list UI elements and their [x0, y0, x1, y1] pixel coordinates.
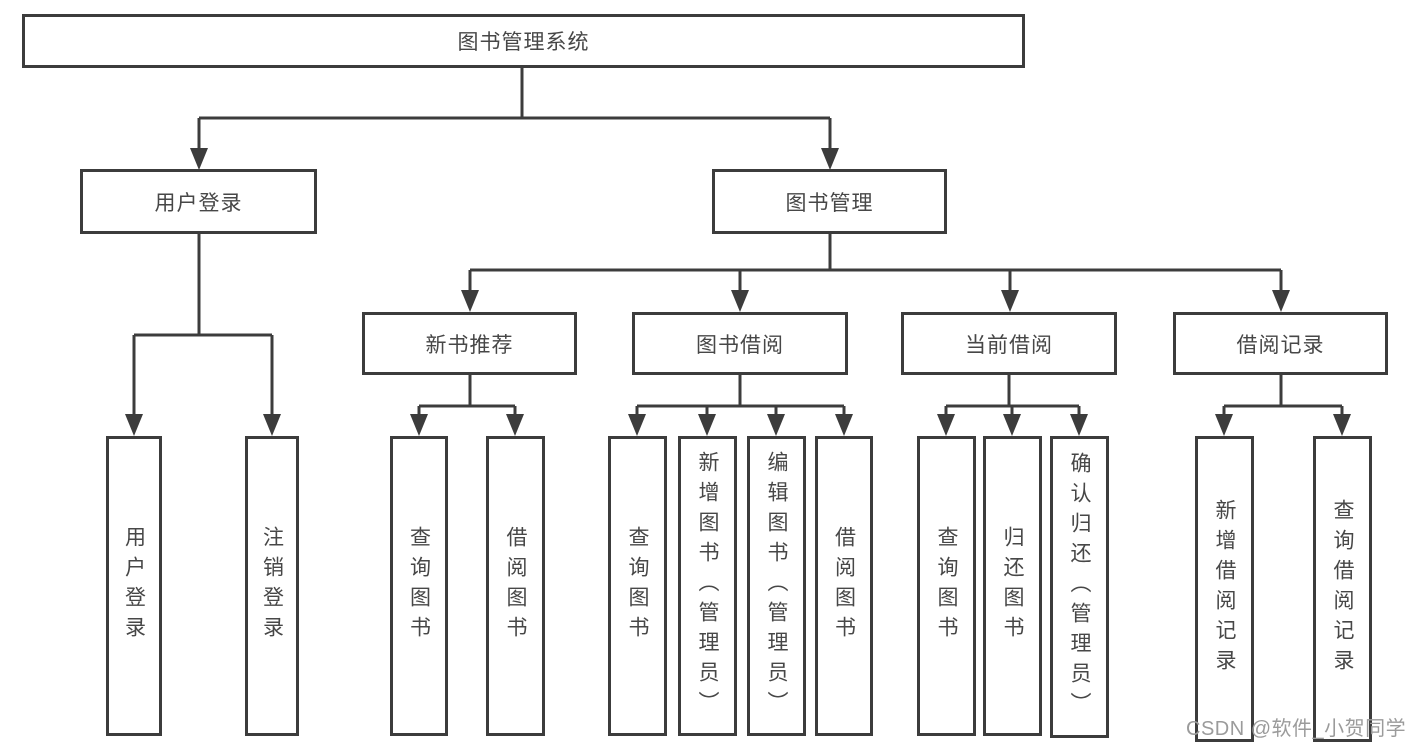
leaf-cb-query-books-label: 查询图书	[935, 526, 958, 646]
leaf-cb-return-books: 归还图书	[983, 436, 1042, 736]
leaf-bb-edit-books-admin-label: 编辑图书（管理员）	[765, 451, 788, 721]
leaf-cb-confirm-return-admin: 确认归还（管理员）	[1050, 436, 1109, 738]
leaf-cb-return-books-label: 归还图书	[1001, 526, 1024, 646]
node-book-management-label: 图书管理	[785, 191, 874, 215]
node-system-root: 图书管理系统	[22, 14, 1025, 68]
leaf-bb-add-books-admin-label: 新增图书（管理员）	[696, 451, 719, 721]
leaf-nb-borrow-books-label: 借阅图书	[504, 526, 527, 646]
node-borrow-records: 借阅记录	[1173, 312, 1388, 375]
leaf-bb-edit-books-admin: 编辑图书（管理员）	[747, 436, 806, 736]
leaf-br-add-record: 新增借阅记录	[1195, 436, 1254, 742]
node-new-book-recommend-label: 新书推荐	[425, 333, 514, 357]
leaf-cb-confirm-return-admin-label: 确认归还（管理员）	[1068, 452, 1091, 722]
leaf-bb-query-books-label: 查询图书	[626, 526, 649, 646]
leaf-user-login-label: 用户登录	[122, 526, 146, 646]
leaf-user-login: 用户登录	[106, 436, 162, 736]
leaf-bb-query-books: 查询图书	[608, 436, 667, 736]
leaf-nb-borrow-books: 借阅图书	[486, 436, 545, 736]
node-current-borrowing-label: 当前借阅	[965, 333, 1053, 357]
node-new-book-recommend: 新书推荐	[362, 312, 577, 375]
node-book-borrowing: 图书借阅	[632, 312, 848, 375]
node-user-login-label: 用户登录	[154, 191, 243, 215]
leaf-nb-query-books-label: 查询图书	[407, 526, 431, 646]
leaf-br-query-record-label: 查询借阅记录	[1331, 499, 1354, 679]
leaf-br-query-record: 查询借阅记录	[1313, 436, 1372, 742]
leaf-bb-borrow-books-label: 借阅图书	[832, 526, 856, 646]
node-user-login: 用户登录	[80, 169, 317, 234]
leaf-logout-label: 注销登录	[260, 526, 284, 646]
node-borrow-records-label: 借阅记录	[1236, 333, 1325, 357]
watermark: CSDN @软件_小贺同学	[1186, 718, 1405, 740]
leaf-bb-borrow-books: 借阅图书	[815, 436, 873, 736]
node-system-root-label: 图书管理系统	[457, 31, 590, 54]
leaf-nb-query-books: 查询图书	[390, 436, 448, 736]
leaf-br-add-record-label: 新增借阅记录	[1213, 499, 1236, 679]
leaf-logout: 注销登录	[245, 436, 299, 736]
node-book-management: 图书管理	[712, 169, 947, 234]
leaf-cb-query-books: 查询图书	[917, 436, 976, 736]
node-current-borrowing: 当前借阅	[901, 312, 1117, 375]
node-book-borrowing-label: 图书借阅	[696, 333, 784, 357]
leaf-bb-add-books-admin: 新增图书（管理员）	[678, 436, 737, 736]
